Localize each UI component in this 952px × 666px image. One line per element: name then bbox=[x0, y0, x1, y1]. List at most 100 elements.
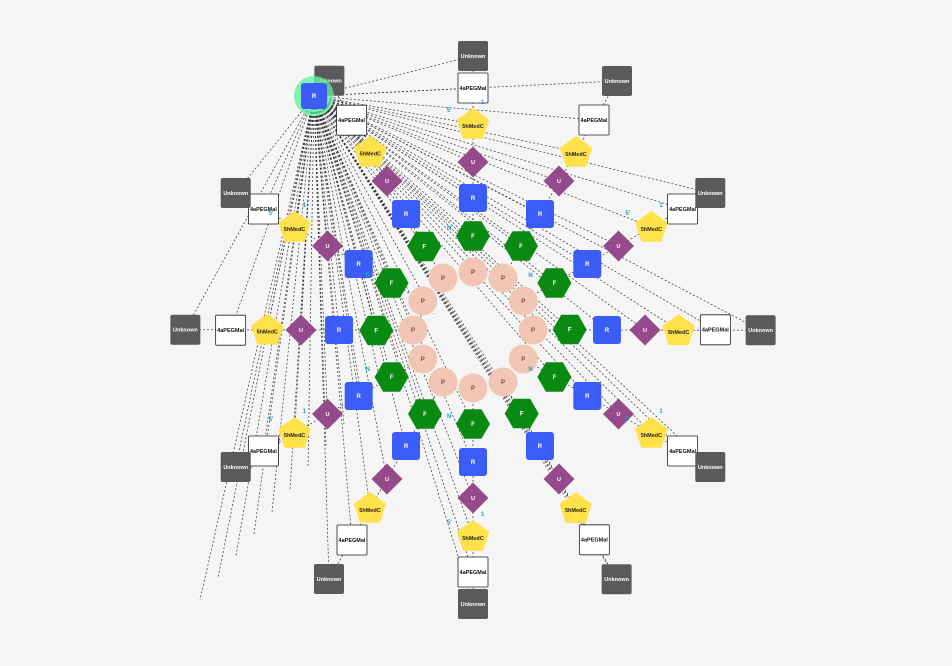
medc-node[interactable]: 5hMedC bbox=[456, 108, 490, 139]
f-node[interactable]: F bbox=[552, 314, 587, 345]
f-node[interactable]: F bbox=[408, 399, 442, 429]
r-node[interactable]: R bbox=[325, 315, 354, 344]
medc-node[interactable]: 5hMedC bbox=[251, 313, 284, 345]
medc-node[interactable]: 5hMedC bbox=[353, 492, 387, 523]
diamond-shape bbox=[312, 230, 343, 262]
f-node[interactable]: F bbox=[537, 268, 572, 298]
medc-node[interactable]: 5hMedC bbox=[456, 520, 490, 551]
node-label: U bbox=[299, 328, 303, 334]
pegmal-node[interactable]: 4aPEGMal bbox=[248, 435, 279, 467]
medc-node[interactable]: 5hMedC bbox=[559, 492, 592, 523]
p-node[interactable]: P bbox=[428, 263, 458, 293]
u-node[interactable]: U bbox=[371, 463, 403, 495]
unknown-node[interactable]: Unknown bbox=[602, 66, 632, 96]
edge bbox=[313, 95, 595, 540]
medc-node[interactable]: 5hMedC bbox=[278, 211, 311, 242]
r-node[interactable]: R bbox=[344, 382, 373, 410]
f-node[interactable]: F bbox=[374, 268, 409, 298]
pegmal-box bbox=[336, 104, 368, 136]
unknown-node[interactable]: Unknown bbox=[601, 564, 632, 595]
p-node[interactable]: P bbox=[488, 367, 518, 397]
node-label: P bbox=[501, 380, 505, 386]
unknown-node[interactable]: Unknown bbox=[458, 589, 488, 619]
medc-node[interactable]: 5hMedC bbox=[635, 211, 668, 242]
f-node[interactable]: F bbox=[407, 231, 442, 262]
r-node[interactable]: R bbox=[573, 382, 602, 410]
pegmal-node[interactable]: 4aPEGMal bbox=[667, 193, 698, 225]
p-node[interactable]: P bbox=[408, 344, 438, 374]
unknown-node[interactable]: Unknown bbox=[170, 314, 201, 345]
unknown-node[interactable]: Unknown bbox=[695, 178, 726, 208]
r-node[interactable]: R bbox=[392, 199, 421, 228]
medc-node[interactable]: 5hMedC bbox=[559, 136, 593, 167]
u-node[interactable]: U bbox=[603, 398, 634, 430]
edge bbox=[313, 95, 646, 331]
u-node[interactable]: U bbox=[285, 314, 317, 346]
node-label: 5hMedC bbox=[462, 536, 483, 542]
pegmal-node[interactable]: 4aPEGMal bbox=[457, 556, 489, 588]
r-node[interactable]: R bbox=[526, 200, 554, 228]
f-node[interactable]: F bbox=[504, 398, 539, 429]
edge bbox=[313, 95, 617, 580]
selected-r-node[interactable]: R bbox=[294, 76, 334, 116]
node-label: 5hMedC bbox=[360, 152, 381, 158]
medc-node[interactable]: 5hMedC bbox=[635, 417, 668, 448]
f-node[interactable]: F bbox=[537, 362, 572, 392]
edge bbox=[313, 95, 541, 215]
p-node[interactable]: P bbox=[408, 286, 438, 316]
r-node[interactable]: R bbox=[592, 316, 621, 345]
u-node[interactable]: U bbox=[457, 146, 489, 178]
medc-node[interactable]: 5hMedC bbox=[662, 314, 695, 345]
u-node[interactable]: U bbox=[543, 463, 575, 495]
f-node[interactable]: F bbox=[504, 231, 538, 261]
u-node[interactable]: U bbox=[457, 482, 489, 514]
pegmal-node[interactable]: 4aPEGMal bbox=[667, 435, 698, 467]
r-node[interactable]: R bbox=[459, 448, 487, 476]
r-node[interactable]: R bbox=[392, 432, 420, 460]
u-node[interactable]: U bbox=[629, 314, 661, 346]
u-node[interactable]: U bbox=[543, 165, 575, 197]
p-node[interactable]: P bbox=[398, 315, 428, 345]
u-node[interactable]: U bbox=[603, 230, 634, 262]
p-node[interactable]: P bbox=[518, 315, 548, 345]
r-node[interactable]: R bbox=[525, 432, 554, 461]
p-node[interactable]: P bbox=[508, 286, 538, 316]
pegmal-node[interactable]: 4aPEGMal bbox=[248, 193, 279, 225]
f-node[interactable]: F bbox=[359, 315, 394, 346]
edge bbox=[313, 95, 683, 210]
r-node[interactable]: R bbox=[459, 184, 487, 212]
pegmal-node[interactable]: 4aPEGMal bbox=[336, 104, 368, 136]
medc-node[interactable]: 5hMedC bbox=[278, 417, 311, 448]
unknown-node[interactable]: Unknown bbox=[220, 178, 251, 208]
r-box bbox=[392, 432, 420, 460]
pentagon-shape bbox=[353, 492, 387, 523]
f-node[interactable]: F bbox=[374, 362, 409, 392]
p-node[interactable]: P bbox=[488, 263, 518, 293]
p-node[interactable]: P bbox=[508, 344, 538, 374]
pegmal-node[interactable]: 4aPEGMal bbox=[215, 314, 247, 346]
u-node[interactable]: U bbox=[312, 398, 343, 430]
r-node[interactable]: R bbox=[344, 250, 373, 278]
unknown-node[interactable]: Unknown bbox=[695, 452, 726, 482]
unknown-node[interactable]: Unknown bbox=[314, 564, 344, 594]
pegmal-node[interactable]: 4aPEGMal bbox=[457, 72, 489, 104]
u-node[interactable]: U bbox=[371, 165, 403, 197]
medc-node[interactable]: 5hMedC bbox=[354, 135, 387, 167]
unknown-node[interactable]: Unknown bbox=[220, 452, 251, 482]
p-node[interactable]: P bbox=[428, 367, 458, 397]
p-node[interactable]: P bbox=[458, 257, 488, 287]
p-node[interactable]: P bbox=[458, 373, 488, 403]
pegmal-node[interactable]: 4aPEGMal bbox=[336, 524, 368, 556]
pegmal-node[interactable]: 4aPEGMal bbox=[699, 314, 731, 346]
r-node[interactable]: R bbox=[573, 250, 602, 278]
f-node[interactable]: F bbox=[456, 409, 490, 439]
diamond-shape bbox=[457, 482, 489, 514]
f-node[interactable]: F bbox=[456, 221, 490, 251]
pegmal-node[interactable]: 4aPEGMal bbox=[578, 524, 610, 556]
unknown-node[interactable]: Unknown bbox=[458, 41, 488, 71]
u-node[interactable]: U bbox=[312, 230, 343, 262]
unknown-node[interactable]: Unknown bbox=[745, 315, 776, 346]
hexagon-shape bbox=[407, 231, 442, 262]
pegmal-node[interactable]: 4aPEGMal bbox=[578, 104, 610, 136]
node-label: U bbox=[326, 244, 330, 250]
